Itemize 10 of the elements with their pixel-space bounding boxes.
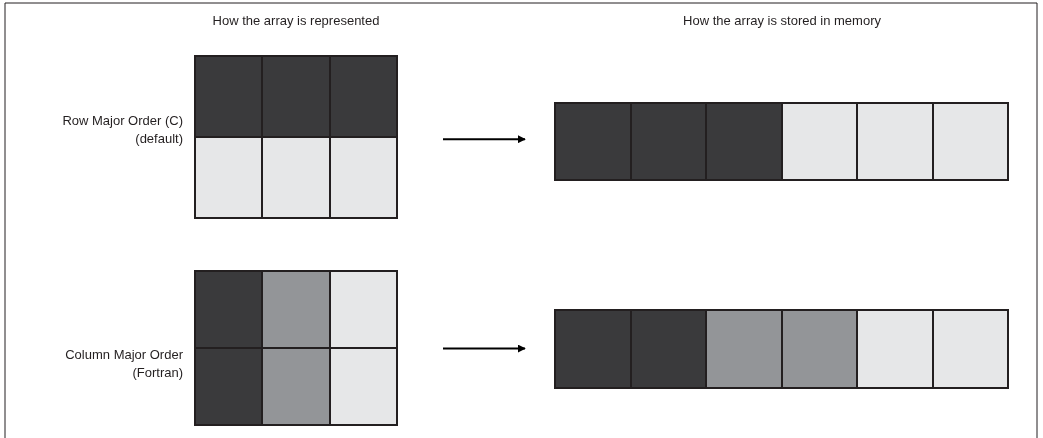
row-label: Column Major Order (Fortran)	[64, 346, 183, 382]
column-heading: How the array is stored in memory	[682, 12, 882, 30]
arrow	[442, 135, 526, 144]
array-grid	[194, 55, 398, 219]
memory-strip	[554, 309, 1009, 389]
memory-strip	[554, 102, 1009, 181]
arrow	[442, 344, 526, 353]
column-heading: How the array is represented	[211, 12, 381, 30]
row-label: Row Major Order (C) (default)	[61, 112, 183, 148]
array-grid	[194, 270, 398, 426]
